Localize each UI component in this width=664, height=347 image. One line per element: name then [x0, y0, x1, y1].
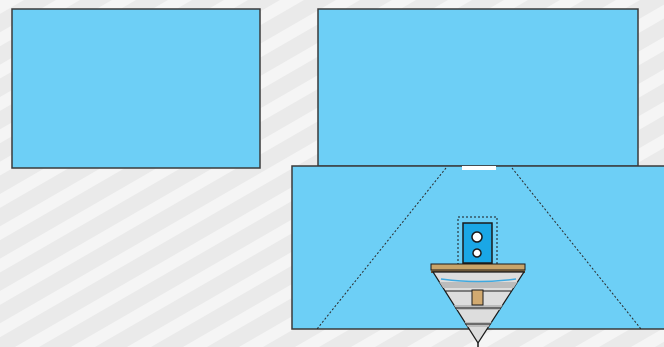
panel-top-right: [317, 8, 639, 167]
platform-top: [430, 263, 526, 271]
panel-top-left: [11, 8, 261, 169]
cone-tag: [471, 289, 484, 306]
speaker-icon: [457, 216, 498, 265]
cone-water-line: [440, 278, 517, 283]
spotlight-cone-icon: [431, 271, 526, 347]
seam-highlight: [462, 166, 496, 170]
speaker-woofer: [471, 231, 483, 243]
speaker-tweeter: [472, 248, 482, 258]
